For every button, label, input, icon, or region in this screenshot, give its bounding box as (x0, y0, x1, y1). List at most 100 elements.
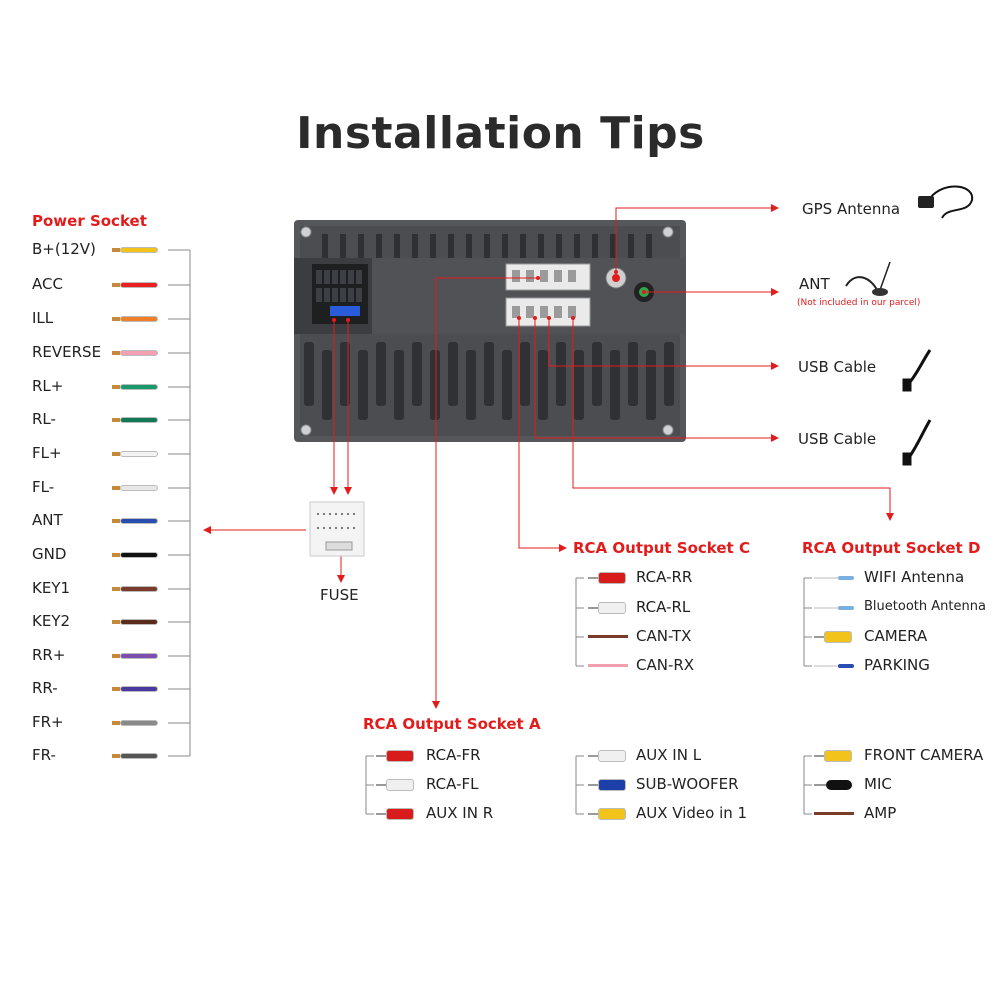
page-title: Installation Tips (296, 108, 705, 159)
fuse-block (309, 501, 365, 557)
wire-tip-icon (112, 317, 120, 321)
power-wire-label: ILL (32, 309, 54, 327)
wire-icon (120, 686, 158, 692)
fuse-label: FUSE (320, 586, 359, 604)
wire-icon (120, 350, 158, 356)
usb-cable-icon-2 (902, 419, 932, 466)
wire-tip-icon (112, 519, 120, 523)
wire-icon (120, 720, 158, 726)
usb-cable-icon (902, 349, 932, 392)
socket-item-label: FRONT CAMERA (864, 746, 984, 764)
usb-cable-label-1: USB Cable (798, 358, 877, 376)
antenna-lead-icon (814, 576, 854, 580)
power-wire-label: GND (32, 545, 67, 563)
radio-antenna-icon (845, 261, 891, 296)
gps-antenna-icon (918, 185, 974, 219)
socket-item-label: RCA-FR (426, 746, 481, 764)
rca-plug-icon (814, 750, 854, 762)
wire-tip-icon (112, 587, 120, 591)
power-wire-label: RR- (32, 679, 58, 697)
wire-icon (588, 635, 628, 638)
wire-tip-icon (112, 721, 120, 725)
socket-item-label: RCA-RL (636, 598, 691, 616)
socket-item-label: CAMERA (864, 627, 928, 645)
wire-icon (120, 282, 158, 288)
usb-cable-label-2: USB Cable (798, 430, 877, 448)
wire-tip-icon (112, 553, 120, 557)
power-wire-label: KEY1 (32, 579, 71, 597)
power-wire-label: FL- (32, 478, 55, 496)
wire-tip-icon (112, 452, 120, 456)
wire-icon (120, 316, 158, 322)
wire-icon (120, 451, 158, 457)
power-wire-label: REVERSE (32, 343, 102, 361)
wire-icon (120, 619, 158, 625)
socket-a-heading: RCA Output Socket A (363, 715, 541, 733)
wire-tip-icon (112, 283, 120, 287)
wire-tip-icon (112, 620, 120, 624)
socket-item-label: PARKING (864, 656, 930, 674)
power-wire-label: FL+ (32, 444, 62, 462)
rca-plug-icon (588, 572, 628, 584)
rca-plug-icon (376, 750, 416, 762)
connection-lines (203, 204, 894, 709)
wire-icon (120, 518, 158, 524)
rca-plug-icon (588, 602, 628, 614)
wire-tip-icon (112, 687, 120, 691)
wire-icon (120, 753, 158, 759)
ant-note: (Not included in our parcel) (797, 298, 921, 308)
power-wire-label: ANT (32, 511, 63, 529)
socket-item-label: AUX IN R (426, 804, 494, 822)
head-unit-back-panel (294, 220, 686, 442)
wire-tip-icon (112, 654, 120, 658)
wire-tip-icon (112, 385, 120, 389)
rca-plug-icon (376, 779, 416, 791)
antenna-lead-icon (814, 606, 854, 610)
wire-icon (120, 586, 158, 592)
wire-icon (814, 812, 854, 815)
wire-tip-icon (112, 248, 120, 252)
wire-icon (120, 384, 158, 390)
wire-tip-icon (112, 754, 120, 758)
rca-plug-icon (814, 631, 854, 643)
socket-c-heading: RCA Output Socket C (573, 539, 750, 557)
socket-item-label: CAN-RX (636, 656, 695, 674)
wire-icon (588, 664, 628, 667)
power-wire-label: RL+ (32, 377, 64, 395)
socket-item-label: Bluetooth Antenna (864, 599, 986, 614)
socket-item-label: WIFI Antenna (864, 568, 965, 586)
rca-plug-icon (588, 779, 628, 791)
rca-plug-icon (588, 808, 628, 820)
power-socket-heading: Power Socket (32, 212, 147, 230)
socket-item-label: CAN-TX (636, 627, 692, 645)
wire-icon (120, 485, 158, 491)
audio-jack-icon (814, 780, 854, 790)
wire-icon (120, 653, 158, 659)
ant-label: ANT (799, 275, 830, 293)
socket-d-heading: RCA Output Socket D (802, 539, 981, 557)
wire-icon (120, 552, 158, 558)
socket-item-label: SUB-WOOFER (636, 775, 739, 793)
wire-tip-icon (112, 418, 120, 422)
socket-item-label: RCA-RR (636, 568, 693, 586)
socket-item-label: MIC (864, 775, 892, 793)
antenna-lead-icon (814, 664, 854, 668)
power-wire-label: FR- (32, 746, 56, 764)
wire-icon (120, 247, 158, 253)
socket-item-label: RCA-FL (426, 775, 479, 793)
socket-item-label: AUX Video in 1 (636, 804, 748, 822)
rca-plug-icon (588, 750, 628, 762)
power-wire-label: FR+ (32, 713, 64, 731)
rca-plug-icon (376, 808, 416, 820)
power-socket-bracket (168, 249, 191, 757)
wire-icon (120, 417, 158, 423)
socket-item-label: AMP (864, 804, 897, 822)
socket-item-label: AUX IN L (636, 746, 702, 764)
wire-tip-icon (112, 351, 120, 355)
power-wire-label: B+(12V) (32, 240, 96, 258)
gps-antenna-label: GPS Antenna (802, 200, 901, 218)
wire-tip-icon (112, 486, 120, 490)
power-wire-label: RR+ (32, 646, 66, 664)
power-wire-label: RL- (32, 410, 56, 428)
